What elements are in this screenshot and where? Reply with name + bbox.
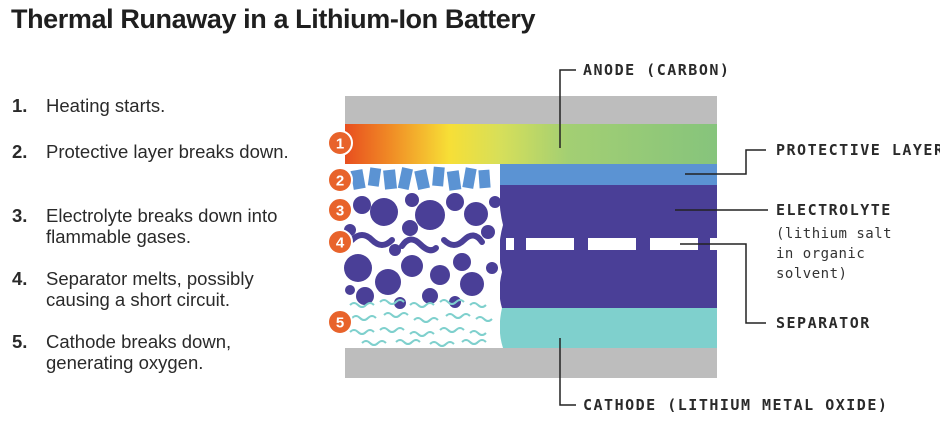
anode-layer: [345, 124, 717, 164]
step-text: Cathode breaks down, generating oxygen.: [46, 331, 232, 373]
step-text: Electrolyte breaks down into flammable g…: [46, 205, 278, 247]
step-badge: 3: [327, 197, 353, 223]
label-electrolyte-sub: solvent): [776, 266, 847, 282]
label-protective-layer: PROTECTIVE LAYER: [776, 141, 940, 159]
diagram-title: Thermal Runaway in a Lithium-Ion Battery: [11, 4, 536, 34]
label-electrolyte-sub: (lithium salt: [776, 226, 892, 242]
gas-bubbles: [344, 193, 501, 309]
step-text: Separator melts, possibly causing a shor…: [46, 268, 254, 310]
separator-layer: [506, 238, 717, 250]
label-cathode: CATHODE (LITHIUM METAL OXIDE): [583, 396, 888, 414]
step-badge: 2: [327, 167, 353, 193]
step-number: 5.: [12, 331, 28, 352]
label-electrolyte: ELECTROLYTE: [776, 201, 892, 219]
label-electrolyte-sub: in organic: [776, 246, 865, 262]
step-text: Heating starts.: [46, 95, 166, 116]
step-number: 4.: [12, 268, 28, 289]
casing-top: [345, 96, 717, 124]
casing-bottom: [345, 348, 717, 378]
step-text: Protective layer breaks down.: [46, 141, 289, 162]
badge-number: 3: [336, 203, 344, 220]
leader-lines: [559, 69, 768, 406]
step-number: 1.: [12, 95, 28, 116]
label-anode: ANODE (CARBON): [583, 61, 730, 79]
step-badge: 1: [327, 130, 353, 156]
protective-layer: [500, 164, 717, 185]
cathode-layer: [500, 308, 717, 348]
badge-number: 5: [336, 315, 344, 332]
badge-number: 1: [336, 136, 344, 153]
step-badge: 5: [327, 309, 353, 335]
protective-fragments: [350, 166, 491, 191]
badge-number: 2: [336, 173, 344, 190]
oxygen-squiggles: [349, 299, 493, 347]
badge-number: 4: [336, 235, 345, 252]
step-number: 2.: [12, 141, 28, 162]
melted-separator: [349, 232, 485, 254]
label-separator: SEPARATOR: [776, 314, 871, 332]
step-number: 3.: [12, 205, 28, 226]
step-badge: 4: [327, 229, 353, 255]
